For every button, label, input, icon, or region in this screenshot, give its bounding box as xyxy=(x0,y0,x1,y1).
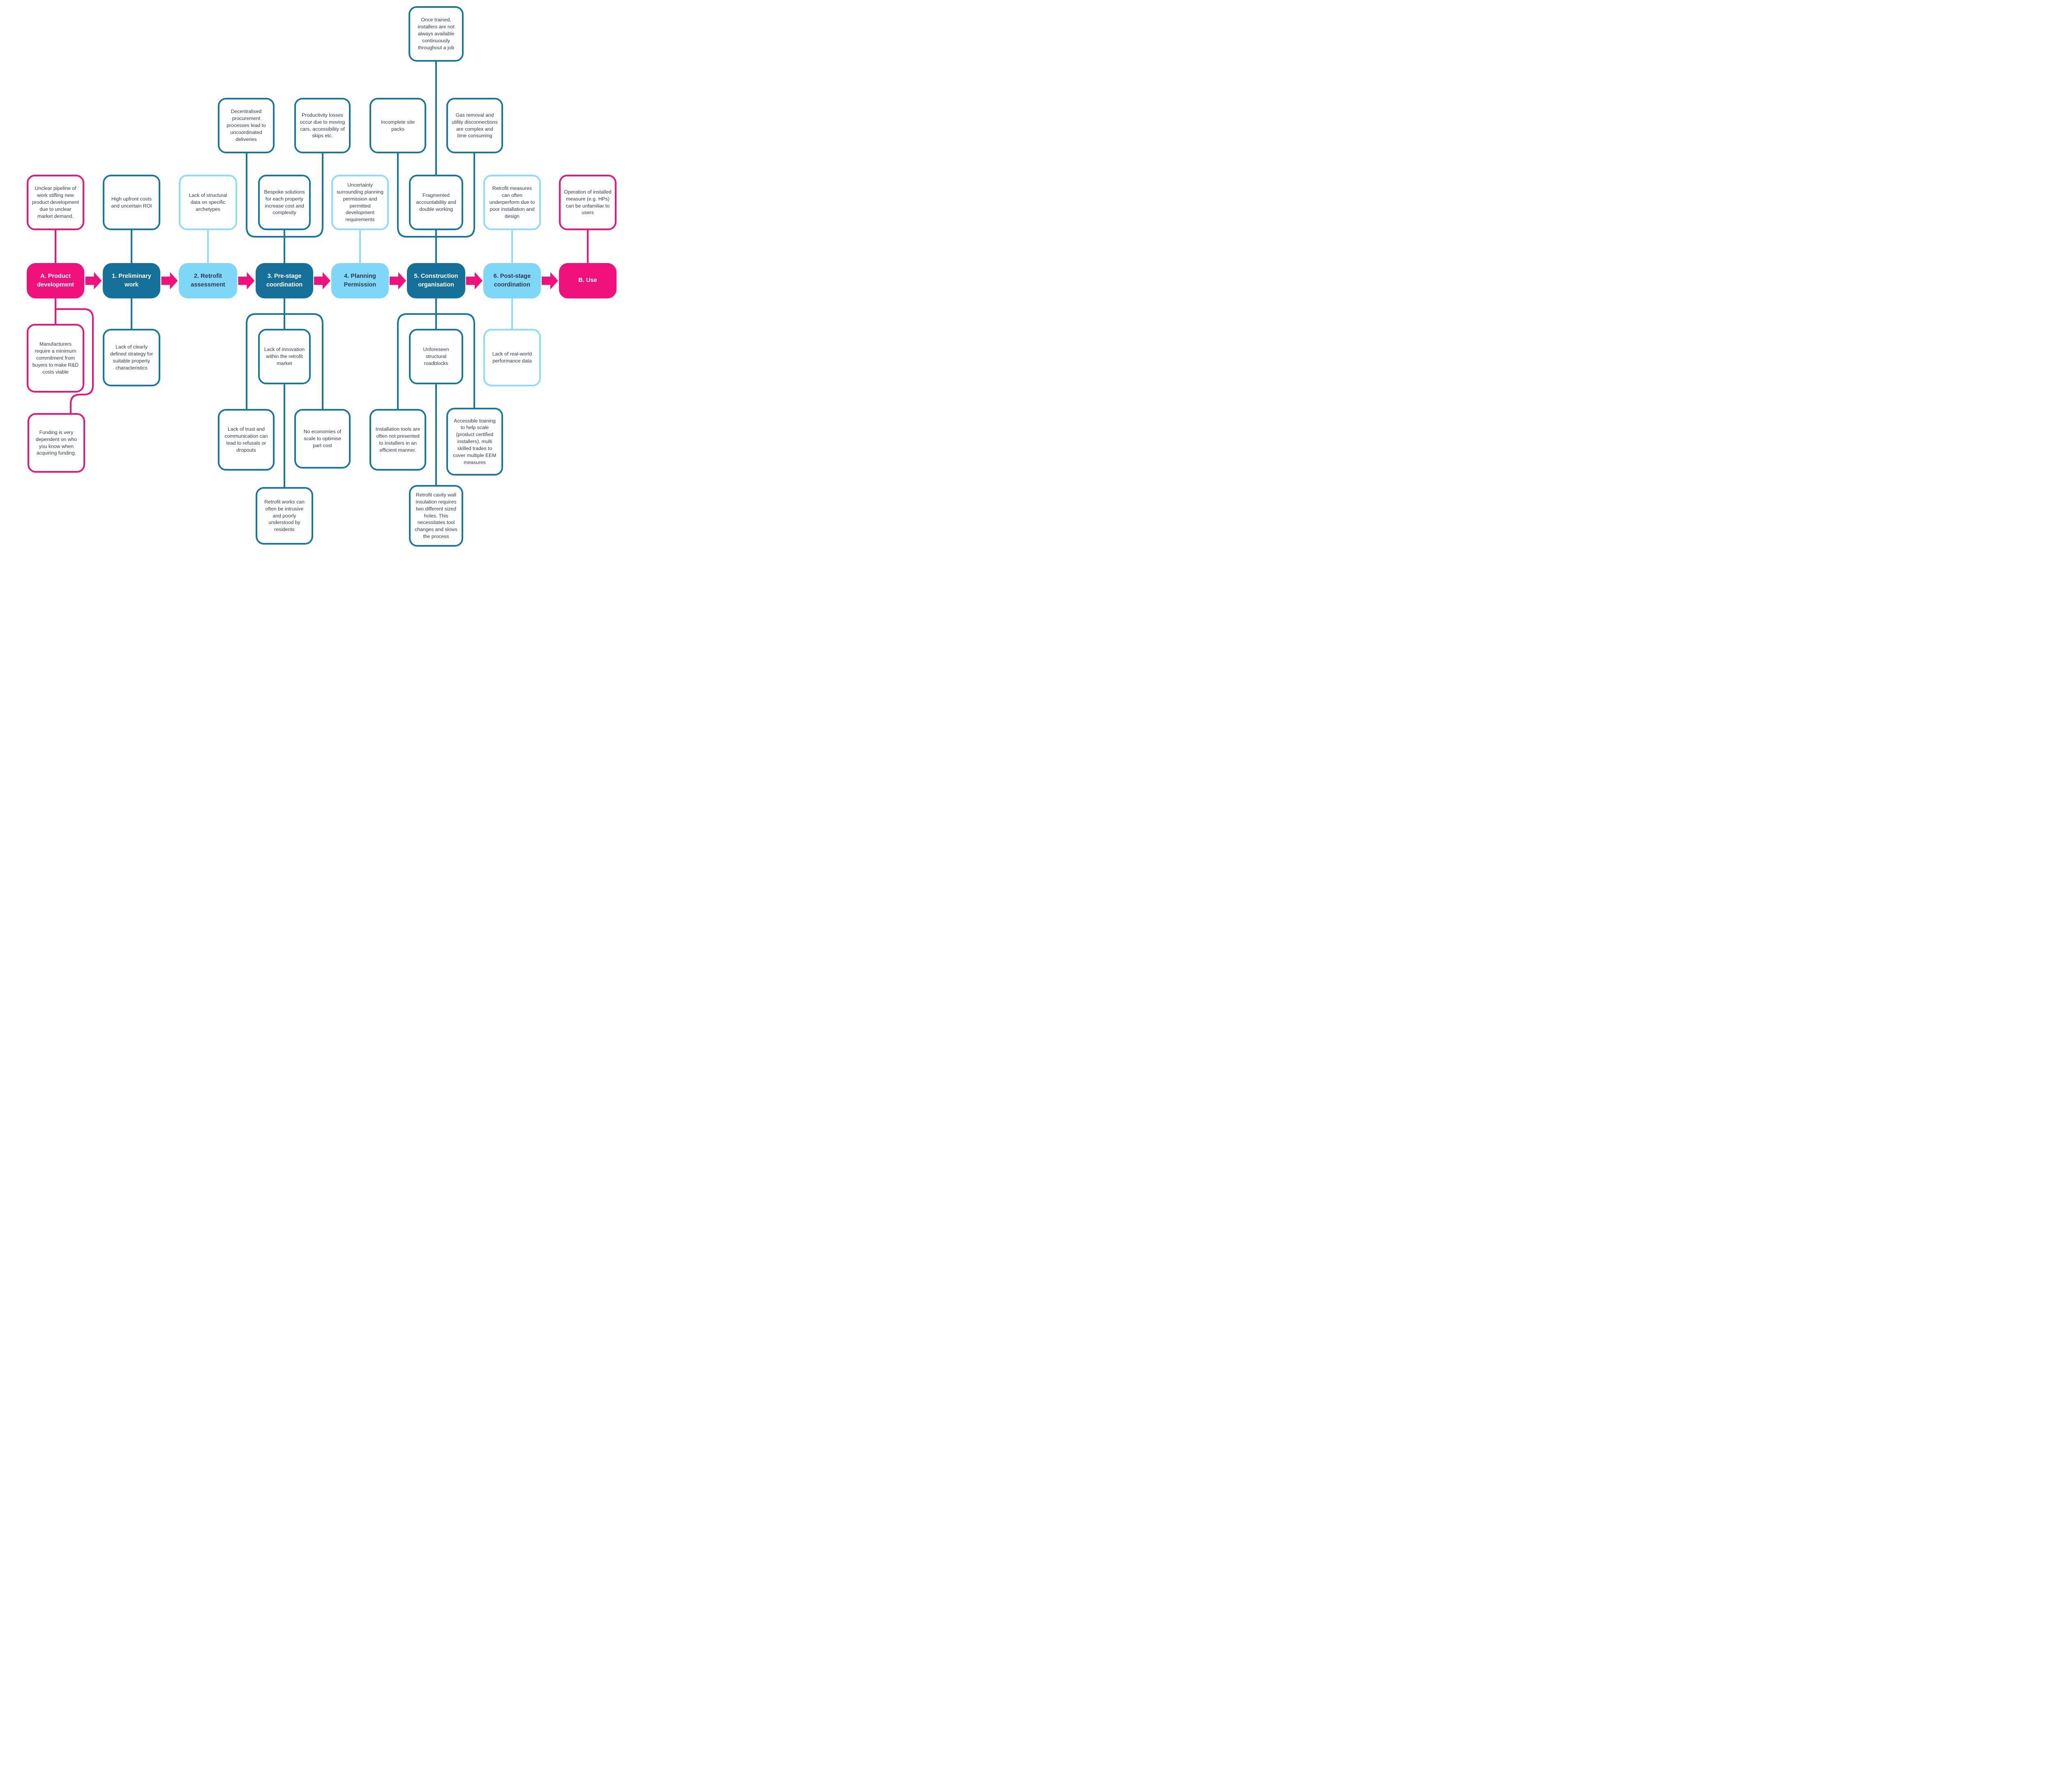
issue-box-fragmented-accountability: Fragmented accountability and double wor… xyxy=(409,175,463,230)
issue-box-high-upfront-costs: High upfront costs and uncertain ROI xyxy=(103,175,160,230)
stage-label: 2. Retrofit assessment xyxy=(191,272,225,288)
stage-5-construction-organisation: 5. Construction organisation xyxy=(407,263,465,298)
issue-text: Retrofit works can often be intrusive an… xyxy=(264,499,305,533)
issue-text: Lack of clearly defined strategy for sui… xyxy=(110,344,153,371)
issue-box-accessible-training: Accessible training to help scale (produ… xyxy=(446,408,503,476)
issue-box-lack-of-trust: Lack of trust and communication can lead… xyxy=(218,409,275,471)
issue-box-once-trained: Once trained, installers are not always … xyxy=(409,6,464,62)
issue-box-clearly-defined-strategy: Lack of clearly defined strategy for sui… xyxy=(103,329,160,386)
issue-text: Once trained, installers are not always … xyxy=(418,17,455,51)
issue-text: Lack of innovation within the retrofit m… xyxy=(264,346,305,366)
issue-text: Productivity losses occur due to moving … xyxy=(300,112,345,139)
issue-text: Lack of trust and communication can lead… xyxy=(224,426,268,453)
stage-label: B. Use xyxy=(578,277,597,284)
stage-label: 4. Planning Permission xyxy=(344,272,376,288)
issue-box-decentralised-procurement: Decentralised procurement processes lead… xyxy=(218,98,275,153)
issue-text: Installation tools are often not present… xyxy=(375,426,420,453)
issue-text: Retrofit cavity wall insulation requires… xyxy=(415,492,457,540)
connector-stage-a-to-funding xyxy=(55,308,94,413)
issue-box-lack-of-innovation: Lack of innovation within the retrofit m… xyxy=(258,329,311,384)
issue-text: Manufacturers require a minimum commitme… xyxy=(32,341,79,375)
stage-b-use: B. Use xyxy=(559,263,616,298)
issue-box-funding-dependent: Funding is very dependent on who you kno… xyxy=(28,413,85,473)
issue-text: Retrofit measures can often underperform… xyxy=(489,185,535,219)
issue-box-no-economies-of-scale: No economies of scale to optimise part c… xyxy=(294,409,351,469)
issue-box-cavity-wall-insulation: Retrofit cavity wall insulation requires… xyxy=(409,485,463,547)
issue-text: Lack of structural data on specific arch… xyxy=(189,192,227,212)
issue-text: Gas removal and utility disconnections a… xyxy=(452,112,498,139)
issue-text: Unforeseen structural roadblocks xyxy=(423,346,449,366)
issue-text: Funding is very dependent on who you kno… xyxy=(35,429,77,456)
issue-box-installation-tools: Installation tools are often not present… xyxy=(369,409,426,471)
issue-text: Accessible training to help scale (produ… xyxy=(453,418,496,465)
issue-text: Incomplete site packs xyxy=(381,119,415,132)
issue-box-incomplete-site-packs: Incomplete site packs xyxy=(369,98,426,153)
flow-arrow-6-to-b xyxy=(542,272,558,289)
stage-a-product-development: A. Product development xyxy=(27,263,84,298)
retrofit-process-diagram: Once trained, installers are not always … xyxy=(0,0,635,554)
connector-bracket-below-stage-5 xyxy=(397,313,475,409)
issue-text: Decentralised procurement processes lead… xyxy=(226,109,266,142)
issue-text: Lack of real-world performance data xyxy=(492,351,532,364)
issue-box-planning-uncertainty: Uncertainty surrounding planning permiss… xyxy=(331,175,389,230)
stage-6-post-stage-coordination: 6. Post-stage coordination xyxy=(483,263,541,298)
issue-box-productivity-losses: Productivity losses occur due to moving … xyxy=(294,98,351,153)
issue-text: Uncertainty surrounding planning permiss… xyxy=(337,182,383,223)
issue-box-unclear-pipeline: Unclear pipeline of work stifling new pr… xyxy=(27,175,84,230)
stage-2-retrofit-assessment: 2. Retrofit assessment xyxy=(179,263,237,298)
stage-label: 1. Preliminary work xyxy=(112,272,151,288)
issue-text: No economies of scale to optimise part c… xyxy=(303,429,342,448)
flow-arrow-5-to-6 xyxy=(466,272,483,289)
issue-box-retrofit-measures-underperform: Retrofit measures can often underperform… xyxy=(483,175,541,230)
issue-box-gas-removal: Gas removal and utility disconnections a… xyxy=(446,98,503,153)
flow-arrow-a-to-1 xyxy=(85,272,102,289)
issue-text: Unclear pipeline of work stifling new pr… xyxy=(32,185,79,219)
issue-text: High upfront costs and uncertain ROI xyxy=(111,196,152,209)
stage-label: A. Product development xyxy=(37,272,74,288)
issue-text: Fragmented accountability and double wor… xyxy=(416,192,456,212)
flow-arrow-4-to-5 xyxy=(390,272,406,289)
issue-box-structural-roadblocks: Unforeseen structural roadblocks xyxy=(409,329,463,384)
flow-arrow-3-to-4 xyxy=(314,272,330,289)
connector-lines xyxy=(55,62,589,487)
issue-box-retrofit-works-intrusive: Retrofit works can often be intrusive an… xyxy=(256,487,313,545)
stage-label: 5. Construction organisation xyxy=(414,272,458,288)
issue-text: Operation of installed measure (e.g. HPs… xyxy=(564,189,612,216)
issue-box-structural-data: Lack of structural data on specific arch… xyxy=(179,175,237,230)
connector-bracket-below-stage-3 xyxy=(246,313,323,409)
stage-4-planning-permission: 4. Planning Permission xyxy=(331,263,389,298)
stage-1-preliminary-work: 1. Preliminary work xyxy=(103,263,160,298)
issue-box-bespoke-solutions: Bespoke solutions for each property incr… xyxy=(258,175,311,230)
flow-arrow-2-to-3 xyxy=(238,272,255,289)
stage-label: 6. Post-stage coordination xyxy=(493,272,531,288)
issue-text: Bespoke solutions for each property incr… xyxy=(264,189,305,216)
stage-label: 3. Pre-stage coordination xyxy=(266,272,303,288)
stage-3-pre-stage-coordination: 3. Pre-stage coordination xyxy=(256,263,313,298)
issue-box-manufacturers-commitment: Manufacturers require a minimum commitme… xyxy=(27,324,84,393)
issue-box-real-world-data: Lack of real-world performance data xyxy=(483,329,541,386)
issue-box-operation-unfamiliar: Operation of installed measure (e.g. HPs… xyxy=(559,175,616,230)
flow-arrow-1-to-2 xyxy=(161,272,178,289)
